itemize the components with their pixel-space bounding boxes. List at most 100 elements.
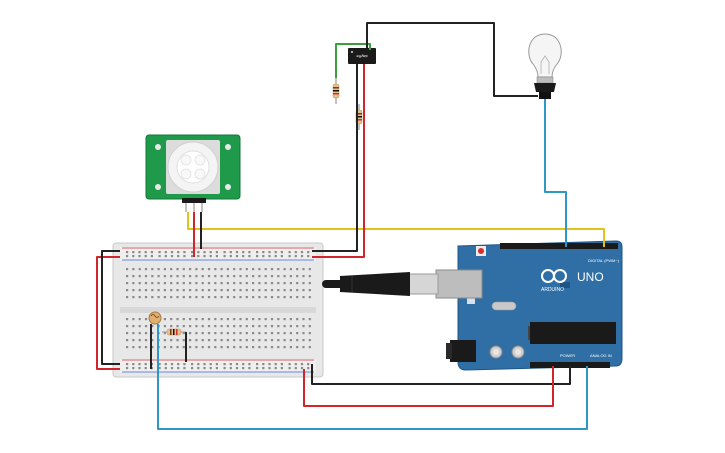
breadboard-hole (126, 325, 129, 328)
breadboard-hole (229, 251, 232, 254)
breadboard-hole (220, 339, 223, 342)
arduino-uno-board[interactable]: UNO ARDUINO DIGITAL (PWM~) POWER ANALOG … (446, 240, 623, 371)
breadboard-hole (182, 282, 185, 285)
breadboard-hole (207, 289, 211, 292)
breadboard-hole (220, 268, 223, 271)
breadboard-hole (132, 296, 135, 299)
breadboard-hole (220, 318, 223, 321)
breadboard-hole (258, 346, 261, 349)
breadboard-hole (302, 296, 305, 299)
breadboard-hole (239, 296, 242, 299)
breadboard-hole (277, 339, 280, 342)
wires (96, 22, 605, 430)
breadboard-hole (252, 275, 255, 278)
breadboard[interactable] (112, 242, 324, 378)
breadboard-hole (258, 296, 261, 299)
breadboard-hole (289, 325, 292, 328)
breadboard-hole (203, 367, 206, 370)
breadboard-hole (176, 289, 179, 292)
breadboard-hole (201, 346, 204, 349)
breadboard-hole (308, 289, 311, 292)
breadboard-hole (294, 251, 297, 254)
breadboard-hole (277, 325, 280, 328)
breadboard-hole (201, 296, 204, 299)
breadboard-hole (245, 318, 248, 321)
breadboard-hole (268, 255, 271, 258)
breadboard-hole (270, 346, 274, 349)
breadboard-hole (270, 275, 274, 278)
relay[interactable]: dayRe (348, 48, 376, 64)
breadboard-hole (189, 346, 192, 349)
breadboard-hole (195, 318, 198, 321)
breadboard-hole (264, 325, 267, 328)
breadboard-hole (163, 332, 166, 335)
breadboard-hole (189, 268, 192, 271)
breadboard-hole (170, 363, 174, 366)
breadboard-hole (158, 255, 161, 258)
wire-red-5v (303, 366, 554, 407)
breadboard-hole (245, 332, 248, 335)
breadboard-hole (245, 289, 248, 292)
pir-sensor[interactable] (145, 134, 241, 212)
breadboard-hole (195, 339, 198, 342)
breadboard-hole (163, 268, 166, 271)
resistor-3[interactable] (162, 328, 186, 336)
breadboard-hole (308, 339, 311, 342)
resistor-2[interactable] (355, 104, 363, 130)
breadboard-hole (138, 346, 141, 349)
breadboard-hole (170, 296, 173, 299)
breadboard-hole (126, 339, 129, 342)
breadboard-hole (264, 332, 267, 335)
breadboard-hole (214, 268, 217, 271)
breadboard-hole (245, 268, 248, 271)
breadboard-hole (195, 289, 198, 292)
breadboard-hole (223, 255, 226, 258)
breadboard-hole (220, 346, 223, 349)
wire-red-left (96, 256, 120, 370)
breadboard-hole (182, 325, 185, 328)
breadboard-hole (157, 296, 160, 299)
breadboard-hole (163, 282, 166, 285)
resistor-1[interactable] (332, 78, 340, 104)
breadboard-hole (132, 275, 135, 278)
breadboard-hole (302, 339, 305, 342)
breadboard-hole (258, 332, 261, 335)
breadboard-hole (177, 255, 180, 258)
breadboard-hole (215, 363, 218, 366)
breadboard-hole (226, 346, 229, 349)
breadboard-hole (176, 268, 179, 271)
light-bulb-icon[interactable] (528, 33, 562, 99)
breadboard-hole (209, 367, 212, 370)
photoresistor[interactable] (148, 311, 162, 325)
breadboard-hole (138, 255, 141, 258)
wire-yellow-signal (187, 212, 605, 247)
breadboard-hole (229, 367, 232, 370)
breadboard-hole (280, 251, 283, 254)
breadboard-hole (296, 289, 299, 292)
breadboard-hole (138, 275, 141, 278)
breadboard-hole (220, 275, 223, 278)
breadboard-hole (308, 318, 311, 321)
usb-connector[interactable] (322, 269, 483, 299)
breadboard-hole (270, 296, 274, 299)
breadboard-hole (308, 275, 311, 278)
breadboard-hole (283, 275, 286, 278)
breadboard-hole (183, 367, 186, 370)
breadboard-hole (132, 318, 135, 321)
breadboard-hole (288, 251, 291, 254)
breadboard-hole (182, 339, 185, 342)
breadboard-hole (258, 289, 261, 292)
breadboard-hole (283, 268, 286, 271)
breadboard-hole (280, 363, 283, 366)
breadboard-hole (296, 325, 299, 328)
breadboard-hole (277, 289, 280, 292)
breadboard-hole (214, 275, 217, 278)
breadboard-hole (233, 318, 236, 321)
breadboard-hole (163, 346, 166, 349)
breadboard-hole (235, 363, 239, 366)
breadboard-hole (245, 282, 248, 285)
breadboard-hole (223, 363, 226, 366)
breadboard-hole (138, 325, 141, 328)
breadboard-hole (248, 367, 251, 370)
breadboard-hole (294, 255, 297, 258)
